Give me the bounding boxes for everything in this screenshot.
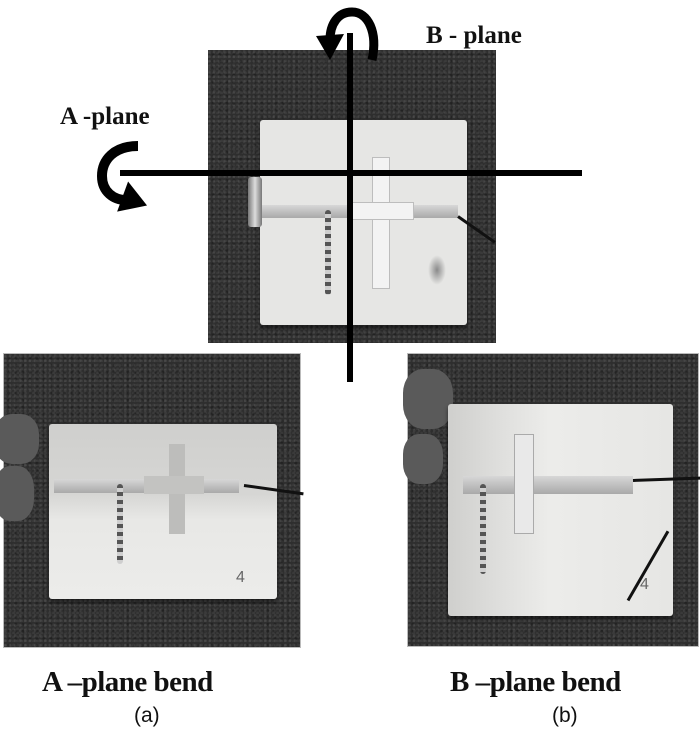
caption-b-plane-bend: B –plane bend — [450, 666, 621, 698]
felt-substrate — [260, 120, 467, 325]
felt-mark: 4 — [640, 576, 649, 593]
stitched-line — [117, 484, 123, 564]
felt-stain — [428, 255, 446, 285]
cross-patch-horizontal — [348, 202, 414, 220]
felt-mark: 4 — [236, 569, 245, 586]
finger — [403, 434, 443, 484]
cross-patch — [144, 476, 204, 494]
b-plane-axis-line — [347, 33, 353, 382]
panel-label-b: (b) — [552, 704, 578, 727]
finger — [0, 414, 39, 464]
sma-connector — [248, 177, 262, 227]
photo-b-plane-bend: 4 — [403, 353, 700, 647]
a-plane-rotation-arrow-icon — [96, 141, 148, 212]
photo-a-plane-bend: 4 — [0, 353, 304, 648]
stitched-line — [480, 484, 486, 574]
finger — [0, 466, 34, 521]
cross-patch-vertical — [372, 157, 390, 289]
cross-patch — [514, 434, 534, 534]
b-plane-rotation-arrow-icon — [316, 7, 379, 61]
feed-strip — [463, 476, 633, 494]
a-plane-axis-line — [120, 170, 582, 176]
stitched-line — [325, 210, 331, 295]
finger — [403, 369, 453, 429]
caption-a-plane-bend: A –plane bend — [42, 666, 213, 698]
a-plane-label: A -plane — [60, 103, 150, 130]
b-plane-label: B - plane — [426, 22, 522, 49]
panel-label-a: (a) — [134, 704, 160, 727]
felt-substrate-bent — [49, 424, 277, 599]
